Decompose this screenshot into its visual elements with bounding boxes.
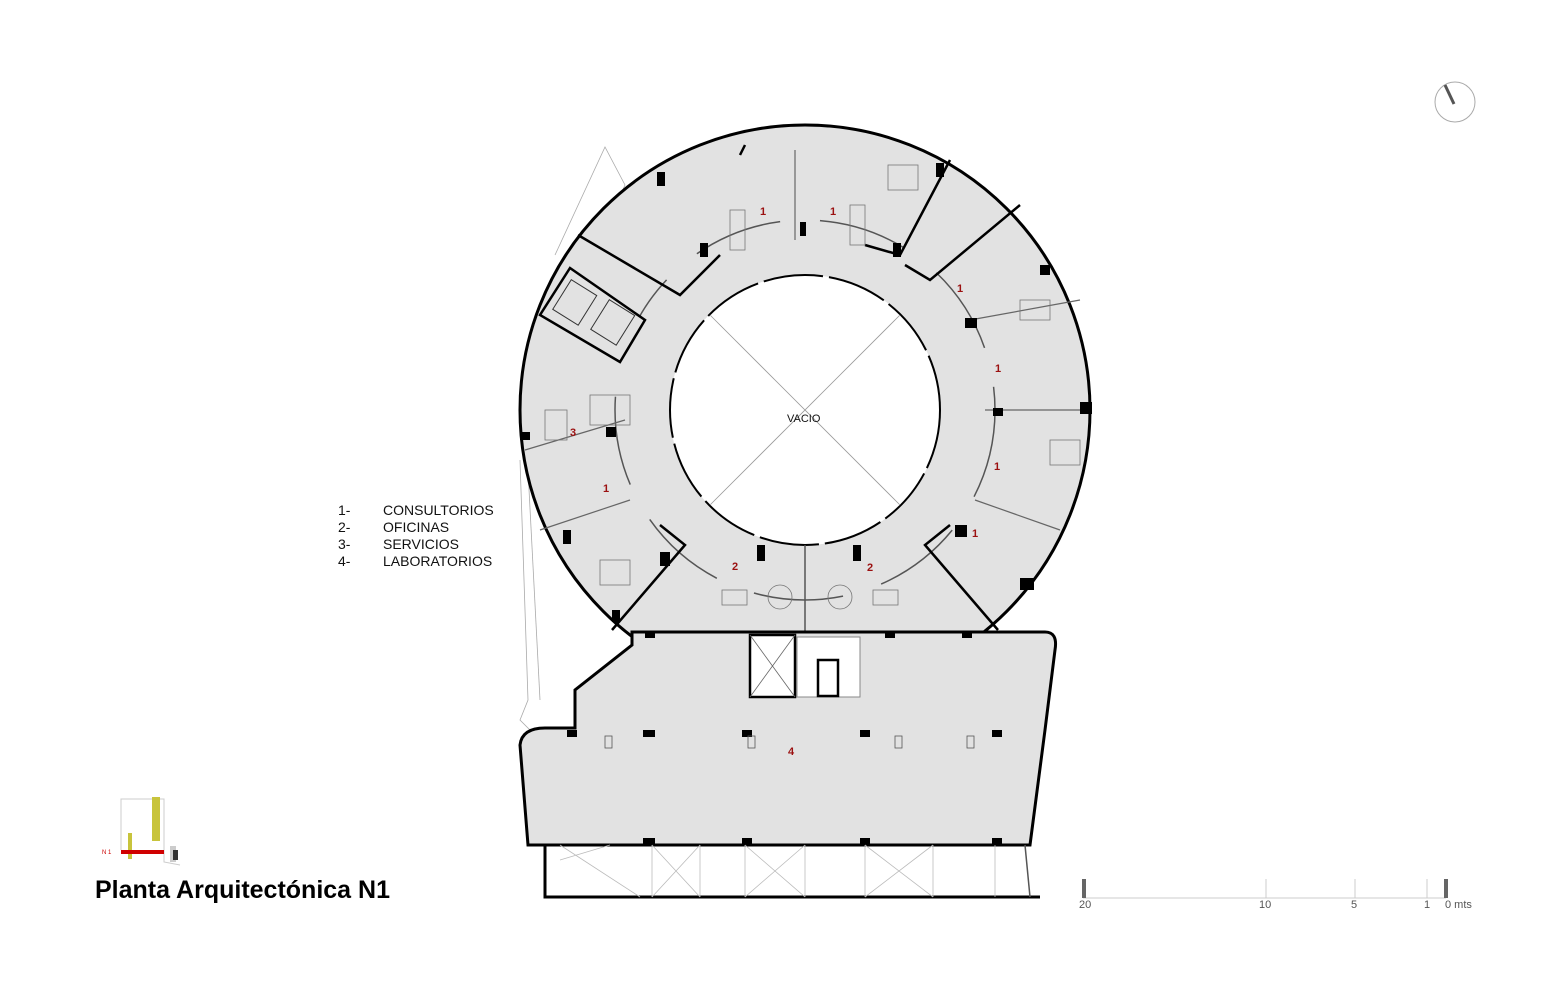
scale-tick-label: 10: [1259, 899, 1272, 911]
room-label: 4: [788, 746, 795, 758]
key-plan-level: N 1: [102, 850, 112, 856]
plan-title: Planta Arquitectónica N1: [95, 876, 390, 904]
legend: 1-CONSULTORIOS 2-OFICINAS 3-SERVICIOS 4-…: [338, 502, 494, 570]
scale-tick-label: 0 mts: [1445, 899, 1472, 911]
scale-tick-label: 5: [1351, 899, 1358, 911]
room-label: 1: [830, 206, 836, 218]
room-label: 1: [603, 483, 609, 495]
laboratory-block: [518, 630, 1057, 899]
room-labels: 1 1 1 1 1 1 1 3 1 2 2 4 VACIO: [570, 206, 1001, 758]
void-label: VACIO: [787, 413, 821, 425]
key-plan: N 1: [102, 797, 181, 866]
room-label: 1: [760, 206, 766, 218]
legend-item: 3-SERVICIOS: [338, 536, 459, 552]
legend-item: 1-CONSULTORIOS: [338, 502, 494, 518]
scale-tick-label: 20: [1079, 899, 1092, 911]
room-label: 1: [972, 528, 978, 540]
room-label: 1: [995, 363, 1001, 375]
room-label: 2: [867, 562, 873, 574]
scale-bar: [1082, 879, 1448, 899]
room-label: 3: [570, 427, 576, 439]
legend-item: 4-LABORATORIOS: [338, 553, 493, 569]
scale-tick-label: 1: [1424, 899, 1431, 911]
legend-item: 2-OFICINAS: [338, 519, 450, 535]
room-label: 1: [994, 461, 1000, 473]
circular-building: [518, 123, 1092, 697]
room-label: 1: [957, 283, 963, 295]
room-label: 2: [732, 561, 738, 573]
north-arrow-icon: [1434, 81, 1476, 123]
